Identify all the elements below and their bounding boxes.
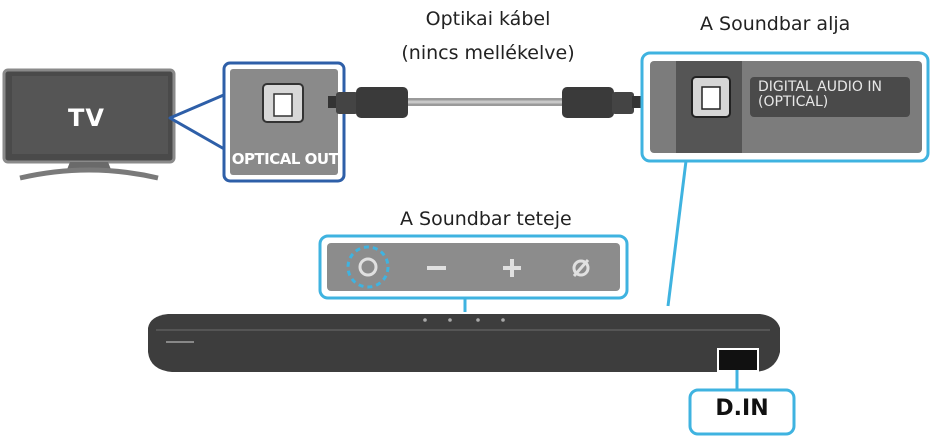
soundbar-icon xyxy=(148,314,780,372)
optical-cable-icon xyxy=(328,87,644,118)
soundbar-top-label: A Soundbar teteje xyxy=(400,208,572,230)
optical-out-label: OPTICAL OUT xyxy=(231,150,339,168)
bottom-panel-connector xyxy=(666,160,688,307)
optical-out-panel xyxy=(222,61,346,183)
din-box xyxy=(688,388,796,436)
tv-callout-pointer xyxy=(168,92,228,152)
soundbar-bottom-panel xyxy=(640,51,930,163)
tv-icon xyxy=(2,68,176,181)
cable-title-line1: Optikai kábel xyxy=(425,8,551,30)
soundbar-bottom-label: A Soundbar alja xyxy=(700,13,851,35)
din-label: D.IN xyxy=(715,396,769,421)
digital-audio-in-line2: (OPTICAL) xyxy=(758,94,829,110)
digital-audio-in-label: DIGITAL AUDIO IN (OPTICAL) xyxy=(758,80,882,110)
soundbar-top-panel xyxy=(318,234,629,312)
digital-audio-in-line1: DIGITAL AUDIO IN xyxy=(758,79,882,95)
tv-label: TV xyxy=(68,104,105,132)
cable-title-line2: (nincs mellékelve) xyxy=(401,42,575,64)
